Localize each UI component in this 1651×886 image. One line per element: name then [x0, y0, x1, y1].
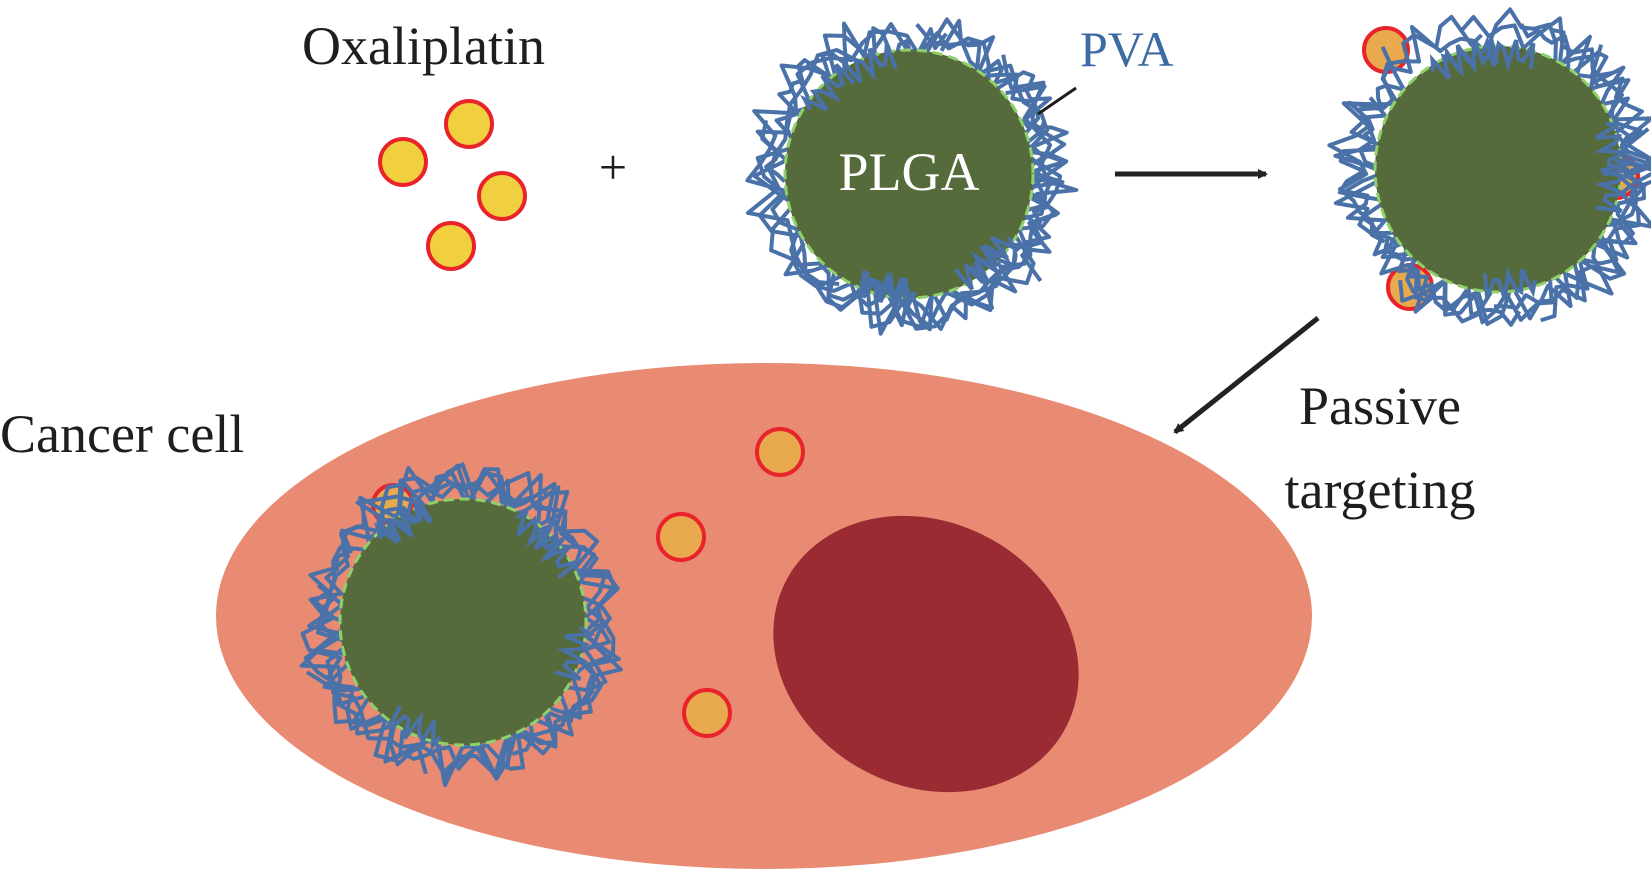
oxaliplatin-molecule-icon [656, 512, 706, 562]
pva-strand-icon [1327, 7, 1614, 244]
pva-coating-front [1429, 35, 1632, 300]
pva-strand-icon [515, 506, 566, 560]
passive-targeting-arrow [1173, 316, 1320, 434]
pva-strand-icon [857, 270, 913, 309]
oxaliplatin-molecule-icon [426, 221, 476, 271]
pva-strand-icon [1398, 44, 1651, 326]
pva-strand-icon [841, 43, 898, 84]
pva-strand-icon [963, 235, 1019, 285]
passive-targeting-label-line1: Passive [1299, 376, 1461, 436]
pva-strand-icon [533, 522, 580, 580]
pva-strand-icon [861, 271, 917, 309]
oxaliplatin-molecule-icon [477, 171, 527, 221]
oxaliplatin-molecule-icon [444, 99, 494, 149]
pva-strand-icon [1482, 266, 1537, 300]
released-drug-group [656, 427, 805, 738]
free-oxaliplatin-group [378, 99, 527, 271]
plga-nanoparticle-icon [338, 497, 588, 747]
pva-strand-icon [374, 499, 431, 544]
pva-label: PVA [1080, 21, 1174, 77]
pva-strand-icon [387, 705, 442, 752]
oxaliplatin-molecule-icon [378, 137, 428, 187]
pva-coating-front [374, 498, 596, 752]
cell-nucleus [773, 515, 1079, 793]
pva-strand-icon [800, 63, 856, 112]
pva-strand-icon [1594, 121, 1630, 177]
pva-strand-icon [954, 243, 1011, 291]
plga-nanoparticle-icon [1373, 44, 1623, 294]
pva-pointer-line [1037, 86, 1077, 116]
pva-strand-icon [1337, 96, 1522, 327]
oxaliplatin-label: Oxaliplatin [302, 16, 545, 76]
pva-strand-icon [815, 23, 1068, 331]
plga-label: PLGA [838, 142, 979, 202]
plus-sign: + [599, 139, 627, 195]
pva-strand-icon [1594, 158, 1632, 214]
pva-strand-icon [1383, 127, 1650, 325]
cancer-cell-label: Cancer cell [0, 404, 244, 464]
pva-strand-icon [554, 625, 596, 682]
pva-strand-icon [1460, 15, 1651, 323]
pva-coating [745, 17, 1079, 336]
pva-strand-icon [1429, 39, 1486, 80]
oxaliplatin-molecule-icon [682, 688, 732, 738]
pva-strand-icon [303, 471, 568, 775]
passive-targeting-label-line2: targeting [1285, 460, 1476, 520]
pva-strand-icon [1480, 35, 1536, 72]
pva-coating-front [800, 43, 1019, 309]
oxaliplatin-molecule-icon [755, 427, 805, 477]
pva-strand-icon [745, 22, 1020, 312]
